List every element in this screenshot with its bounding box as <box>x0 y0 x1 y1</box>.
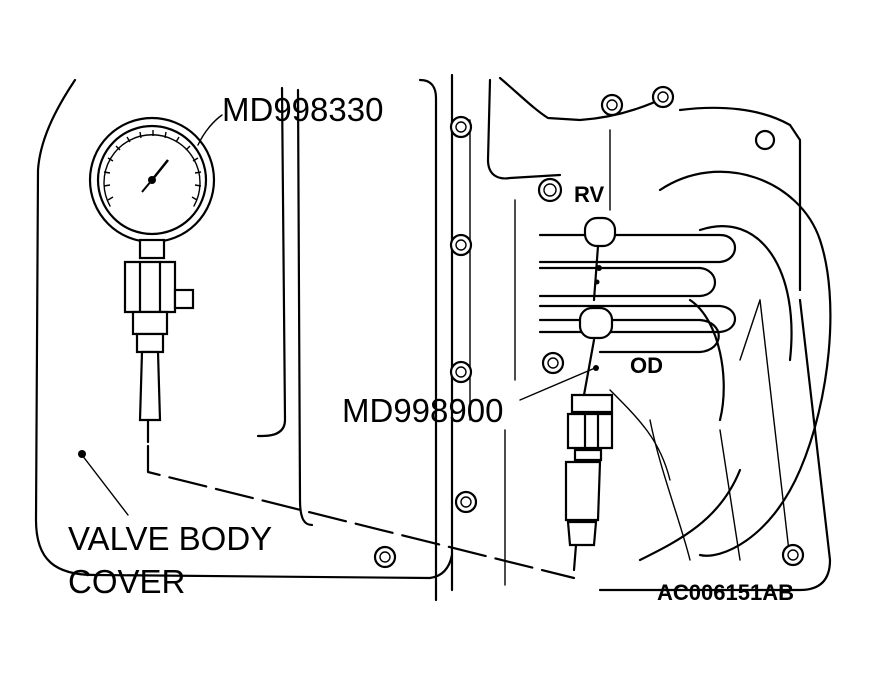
valve-body-cover-label-line2: COVER <box>68 563 186 600</box>
rv-port <box>583 216 617 248</box>
valve-body-cover-label-line1: VALVE BODY <box>68 520 273 557</box>
hose-adapter-icon <box>564 338 614 572</box>
valve-body-cover-outline <box>34 73 454 602</box>
hose-line <box>146 444 576 580</box>
od-label: OD <box>630 353 663 378</box>
adapter-label: MD998900 <box>342 392 504 429</box>
gauge-label: MD998330 <box>222 91 384 128</box>
od-port <box>578 306 614 340</box>
figure-code: AC006151AB <box>657 580 794 605</box>
rv-label: RV <box>574 182 605 207</box>
transmission-case <box>469 76 832 592</box>
valve-ports <box>538 216 737 354</box>
bolt-icon <box>373 85 805 569</box>
leader-lines <box>78 114 599 516</box>
pressure-gauge-icon <box>88 116 216 444</box>
